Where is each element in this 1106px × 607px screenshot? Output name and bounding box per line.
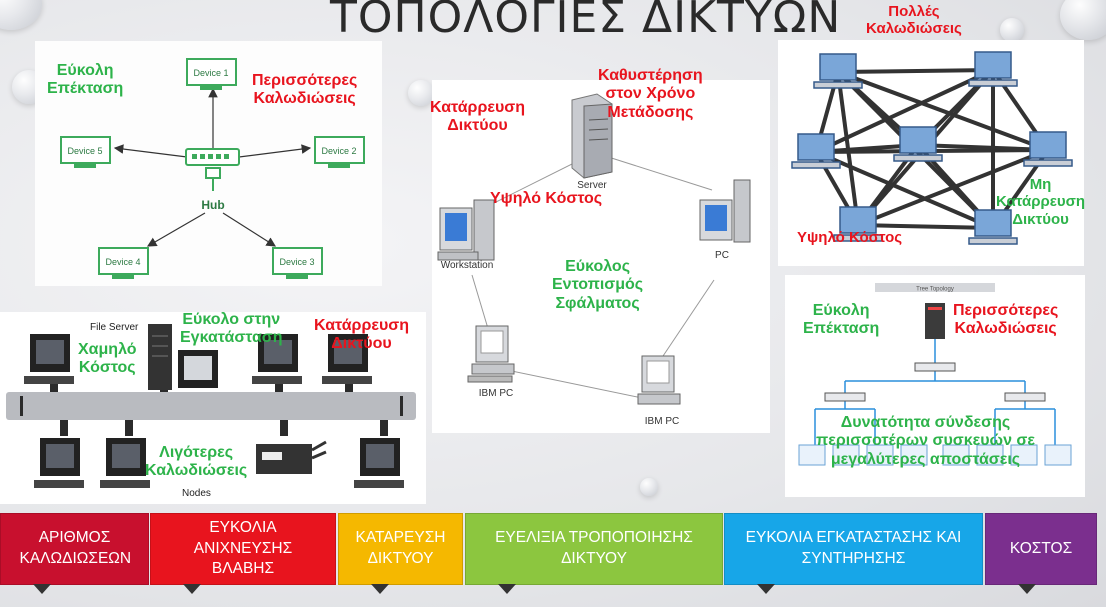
criterion-flexibility-banner: ΕΥΕΛΙΞΙΑ ΤΡΟΠΟΠΟΙΗΣΗΣ ΔΙΚΤΥΟΥ bbox=[465, 513, 723, 594]
mesh-diagram bbox=[791, 51, 1073, 245]
criterion-installation-banner: ΕΥΚΟΛΙΑ ΕΓΚΑΤΑΣΤΑΣΗΣ ΚΑΙ ΣΥΝΤΗΡΗΣΗΣ bbox=[724, 513, 983, 594]
mesh-computer-icon bbox=[1023, 131, 1073, 167]
ring-cost-label: Υψηλό Κόστος bbox=[490, 190, 603, 207]
mesh-computer-icon bbox=[791, 133, 841, 169]
workstation-icon bbox=[437, 199, 495, 261]
ibm-pc-label: IBM PC bbox=[479, 388, 513, 399]
tree-topology-panel: Tree Topology bbox=[785, 275, 1085, 497]
decor-bubble bbox=[640, 478, 658, 496]
mesh-computer-icon bbox=[893, 126, 943, 162]
printer-icon bbox=[256, 440, 327, 474]
bus-computer-icon bbox=[322, 334, 372, 384]
ring-topology-panel: Server Workstation PC IBM PC IBM PC bbox=[432, 80, 770, 433]
device-1-icon bbox=[186, 58, 237, 90]
tree-computer-icon bbox=[866, 444, 894, 466]
decor-bubble bbox=[1000, 18, 1024, 42]
bus-computer-icon bbox=[178, 350, 218, 388]
mesh-computer-icon bbox=[813, 53, 863, 89]
workstation-label: Workstation bbox=[441, 260, 494, 271]
pc-label: PC bbox=[715, 250, 729, 261]
decor-bubble bbox=[408, 80, 434, 106]
bus-diagram: File Server Nodes bbox=[6, 322, 416, 499]
tree-diagram: Tree Topology bbox=[798, 283, 1072, 466]
mesh-computer-icon bbox=[968, 51, 1018, 87]
tree-caption: Tree Topology bbox=[916, 287, 954, 293]
device-2-label: Device 2 bbox=[321, 146, 356, 156]
bus-topology-panel: File Server Nodes bbox=[0, 312, 426, 504]
ibm-pc-icon bbox=[637, 355, 681, 405]
decor-bubble bbox=[1060, 0, 1106, 40]
criterion-cables-banner: ΑΡΙΘΜΟΣ ΚΑΛΩΔΙΩΣΕΩΝ bbox=[0, 513, 149, 594]
device-5-label: Device 5 bbox=[67, 146, 102, 156]
hub-icon bbox=[185, 148, 240, 191]
criterion-collapse-banner: ΚΑΤΑΡΕΥΣΗ ΔΙΚΤΥΟΥ bbox=[338, 513, 463, 594]
tree-computer-icon bbox=[942, 444, 970, 466]
mesh-cost-label: Υψηλό Κόστος bbox=[797, 229, 903, 246]
tree-computer-icon bbox=[976, 444, 1004, 466]
tree-server-icon bbox=[925, 303, 945, 339]
ibm-pc-icon bbox=[467, 325, 515, 383]
tree-computer-icon bbox=[832, 444, 860, 466]
pc-icon bbox=[699, 179, 751, 243]
tree-computer-icon bbox=[1010, 444, 1038, 466]
bus-computer-icon bbox=[252, 334, 302, 384]
device-2-icon bbox=[314, 136, 365, 168]
device-4-icon bbox=[98, 247, 149, 279]
tree-computer-icon bbox=[798, 444, 826, 466]
mesh-topology-panel bbox=[778, 40, 1084, 266]
ring-diagram: Server Workstation PC IBM PC IBM PC bbox=[437, 93, 751, 427]
server-icon bbox=[571, 93, 613, 179]
file-server-icon bbox=[148, 324, 172, 390]
switch-icon bbox=[1004, 392, 1046, 402]
tree-computer-icon bbox=[1044, 444, 1072, 466]
server-label: Server bbox=[577, 180, 607, 191]
ibm-pc-label: IBM PC bbox=[645, 416, 679, 427]
bus-computer-icon bbox=[34, 438, 84, 488]
bus-computer-icon bbox=[354, 438, 404, 488]
mesh-computer-icon bbox=[968, 209, 1018, 245]
criterion-fault-banner: ΕΥΚΟΛΙΑ ΑΝΙΧΝΕΥΣΗΣ ΒΛΑΒΗΣ bbox=[150, 513, 336, 594]
device-3-icon bbox=[272, 247, 323, 279]
star-diagram: Device 1 Device 2 Device 3 Device 4 Devi… bbox=[60, 58, 365, 279]
page-title: ΤΟΠΟΛΟΓΙΕΣ ΔΙΚΤΥΩΝ bbox=[330, 0, 842, 43]
hub-label: Hub bbox=[201, 198, 224, 212]
device-4-label: Device 4 bbox=[105, 257, 140, 267]
switch-icon bbox=[914, 362, 956, 372]
criterion-cost-banner: ΚΟΣΤΟΣ bbox=[985, 513, 1097, 594]
decor-bubble bbox=[0, 0, 42, 30]
device-5-icon bbox=[60, 136, 111, 168]
file-server-label: File Server bbox=[90, 322, 139, 333]
bus-computer-icon bbox=[24, 334, 74, 384]
bus-computer-icon bbox=[100, 438, 150, 488]
switch-icon bbox=[824, 392, 866, 402]
nodes-label: Nodes bbox=[182, 488, 211, 499]
mesh-computer-icon bbox=[833, 206, 883, 242]
device-3-label: Device 3 bbox=[279, 257, 314, 267]
star-topology-panel: Device 1 Device 2 Device 3 Device 4 Devi… bbox=[35, 41, 382, 286]
device-1-label: Device 1 bbox=[193, 68, 228, 78]
tree-computer-icon bbox=[900, 444, 928, 466]
